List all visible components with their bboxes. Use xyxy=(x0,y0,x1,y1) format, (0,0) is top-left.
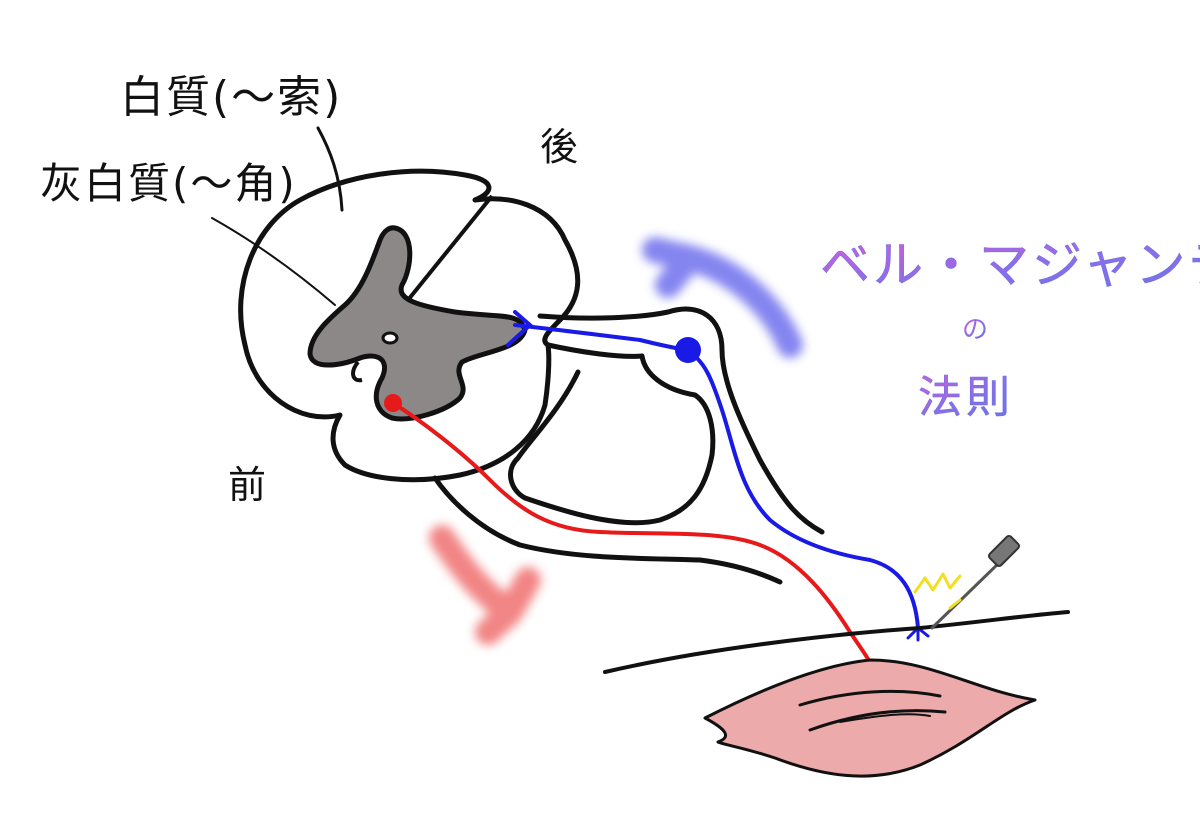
spinal-nerve xyxy=(432,306,825,585)
label-anterior: 前 xyxy=(228,463,268,507)
law-title: ベル・マジャンディ の 法則 xyxy=(820,236,1200,424)
central-canal xyxy=(381,331,399,345)
label-posterior: 後 xyxy=(540,125,580,169)
law-title-line3: 法則 xyxy=(918,372,1014,423)
sensory-terminal xyxy=(506,310,534,347)
label-gray-matter: 灰白質(〜角) xyxy=(40,159,297,208)
anterior-median-fissure xyxy=(351,360,363,383)
muscle xyxy=(703,658,1037,778)
leader-line-white-matter xyxy=(316,126,344,212)
gray-matter-shape xyxy=(307,225,528,422)
curved-arrow-up-icon xyxy=(642,237,803,358)
law-title-line2: の xyxy=(962,315,988,345)
needle-icon xyxy=(930,534,1021,630)
sensory-pathway xyxy=(506,310,930,642)
law-title-line1: ベル・マジャンディ xyxy=(820,236,1200,294)
posterior-median-sulcus xyxy=(406,194,494,302)
curved-arrow-down-icon xyxy=(429,525,541,645)
label-white-matter: 白質(〜索) xyxy=(120,72,342,123)
skin-surface xyxy=(603,610,1070,674)
dorsal-root-ganglion-cell xyxy=(675,337,701,363)
leader-line-gray-matter xyxy=(211,217,336,306)
sensory-fiber xyxy=(513,323,920,630)
motor-fiber xyxy=(391,401,874,670)
stimulus-spark-icon xyxy=(913,572,962,610)
